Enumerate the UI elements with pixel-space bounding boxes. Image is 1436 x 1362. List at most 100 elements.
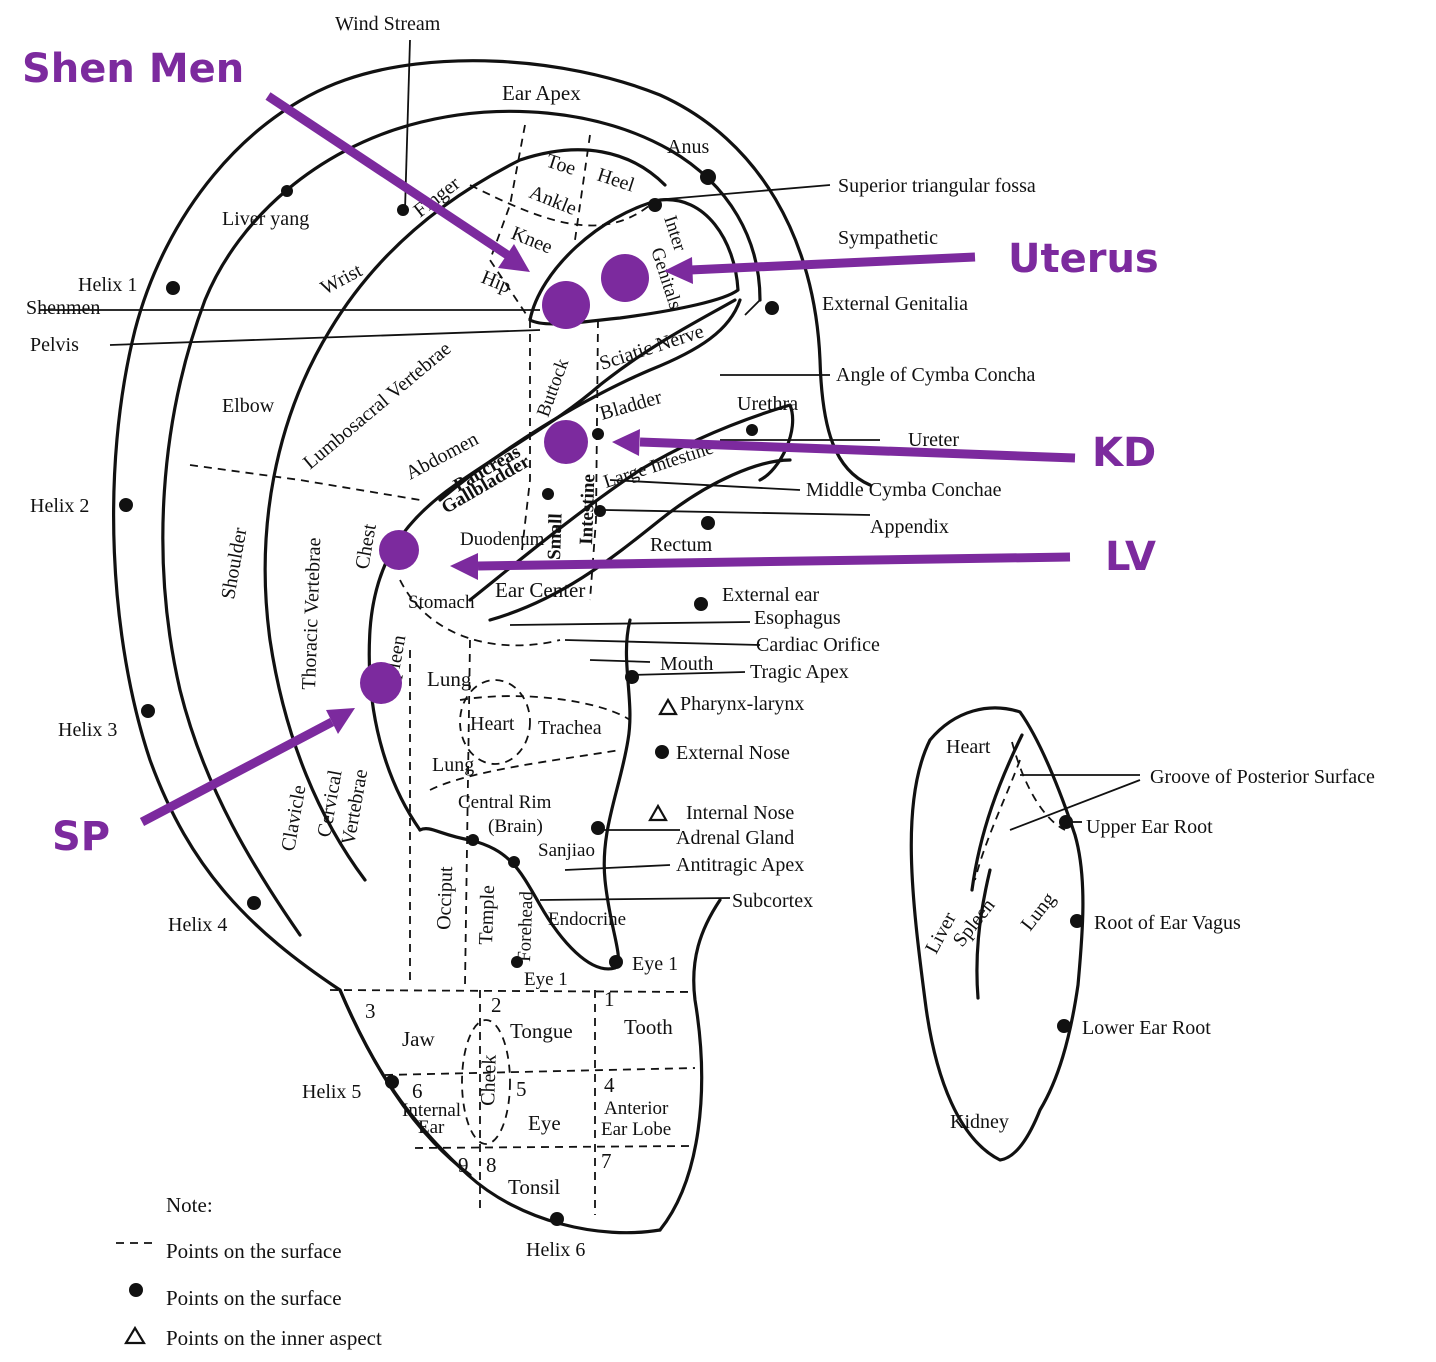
marker-uterus [601,254,649,302]
label-n1: 1 [604,987,615,1011]
legend-triangle-swatch [126,1328,144,1343]
label-central-rim: Central Rim [458,792,552,813]
label-ear-lobe: Ear Lobe [601,1119,671,1140]
label-clavicle: Clavicle [277,783,310,853]
label-anus: Anus [667,136,709,158]
label-wrist: Wrist [317,259,366,299]
annotation-kd: KD [1092,430,1156,476]
label-helix3: Helix 3 [58,719,117,741]
label-eye-lobe: Eye [528,1111,561,1135]
label-angle-cymba-concha: Angle of Cymba Concha [836,364,1036,386]
label-subcortex: Subcortex [732,890,813,912]
label-brain: (Brain) [488,816,543,837]
label-cheek: Cheek [477,1054,501,1106]
legend-triangle-text: Points on the inner aspect [166,1326,382,1350]
label-n5: 5 [516,1077,527,1101]
label-bladder: Bladder [597,386,664,425]
label-occiput: Occiput [433,866,457,930]
label-tragic-apex: Tragic Apex [750,661,849,683]
label-intestine: Intestine [576,474,599,545]
marker-lv [379,530,419,570]
legend-dot-swatch [129,1283,143,1297]
label-posterior-heart: Heart [946,736,991,758]
label-groove: Groove of Posterior Surface [1150,766,1375,788]
label-mouth: Mouth [660,653,713,675]
label-posterior-lung: Lung [1017,888,1060,935]
label-shenmen: Shenmen [26,297,100,319]
label-elbow: Elbow [222,395,275,417]
label-genitals: Genitals [646,245,686,312]
label-internal-nose: Internal Nose [686,802,794,824]
label-thoracic: Thoracic Vertebrae [298,537,325,690]
label-tonsil: Tonsil [508,1175,560,1199]
label-ear-word: Ear [418,1117,445,1138]
label-helix4: Helix 4 [168,914,227,936]
label-ear-apex: Ear Apex [502,81,581,105]
label-sympathetic: Sympathetic [838,227,938,249]
annotation-shen-men: Shen Men [22,46,244,92]
label-esophagus: Esophagus [754,607,841,629]
label-lower-root: Lower Ear Root [1082,1017,1211,1039]
legend-dashed-text: Points on the surface [166,1239,342,1263]
label-external-ear: External ear [722,584,819,606]
label-helix5: Helix 5 [302,1081,361,1103]
inner-aspect-markers [650,700,676,820]
annotation-uterus: Uterus [1008,236,1159,282]
label-adrenal-gland: Adrenal Gland [676,827,794,849]
label-n4: 4 [604,1073,615,1097]
label-tongue: Tongue [510,1019,573,1043]
label-rectum: Rectum [650,534,713,556]
label-n9: 9 [458,1153,469,1177]
label-pharynx-larynx: Pharynx-larynx [680,693,804,715]
label-pelvis: Pelvis [30,334,79,356]
annotation-sp: SP [52,814,110,860]
label-appendix: Appendix [870,516,949,538]
label-external-nose: External Nose [676,742,790,764]
label-temple: Temple [475,885,499,946]
label-forehead: Forehead [514,890,537,962]
label-endocrine: Endocrine [548,909,626,930]
label-shoulder: Shoulder [217,526,251,601]
marker-shen-men [542,281,590,329]
label-n2: 2 [491,993,502,1017]
label-duodenum: Duodenum [460,529,545,550]
label-external-genitalia: External Genitalia [822,293,968,315]
label-sanjiao: Sanjiao [538,840,595,861]
label-n8: 8 [486,1153,497,1177]
label-middle-cymba-conchae: Middle Cymba Conchae [806,479,1002,501]
label-heart: Heart [470,713,515,735]
label-small: Small [544,513,567,560]
arrow-lv [478,557,1070,566]
label-jaw: Jaw [402,1027,435,1051]
label-chest: Chest [351,522,381,571]
label-trachea: Trachea [538,717,602,739]
label-lung-upper: Lung [427,667,472,691]
label-antitragic-apex: Antitragic Apex [676,854,804,876]
marker-sp [360,662,402,704]
label-heel: Heel [594,164,637,197]
label-n7: 7 [601,1149,612,1173]
label-eye1-lobe: Eye 1 [524,969,568,990]
anterior-labels: Wind Stream Ear Apex Anus Superior trian… [26,13,1036,1261]
label-superior-triangular-fossa: Superior triangular fossa [838,175,1036,197]
label-helix1: Helix 1 [78,274,137,296]
label-upper-root: Upper Ear Root [1086,816,1213,838]
legend-title: Note: [166,1193,213,1217]
label-vagus: Root of Ear Vagus [1094,912,1241,934]
label-cardiac-orifice: Cardiac Orifice [756,634,880,656]
legend: Note: Points on the surface Points on th… [116,1193,382,1350]
arrowhead-kd [612,429,640,456]
label-sciatic-nerve: Sciatic Nerve [597,320,707,374]
label-eye1-right: Eye 1 [632,953,678,975]
label-toe: Toe [543,150,578,180]
legend-dot-text: Points on the surface [166,1286,342,1310]
annotation-lv: LV [1105,534,1156,580]
label-wind-stream: Wind Stream [335,13,441,35]
label-stomach: Stomach [408,592,475,613]
label-tooth: Tooth [624,1015,673,1039]
label-helix6: Helix 6 [526,1239,585,1261]
label-liver-yang: Liver yang [222,208,309,230]
label-ear-center: Ear Center [495,578,585,602]
label-helix2: Helix 2 [30,495,89,517]
